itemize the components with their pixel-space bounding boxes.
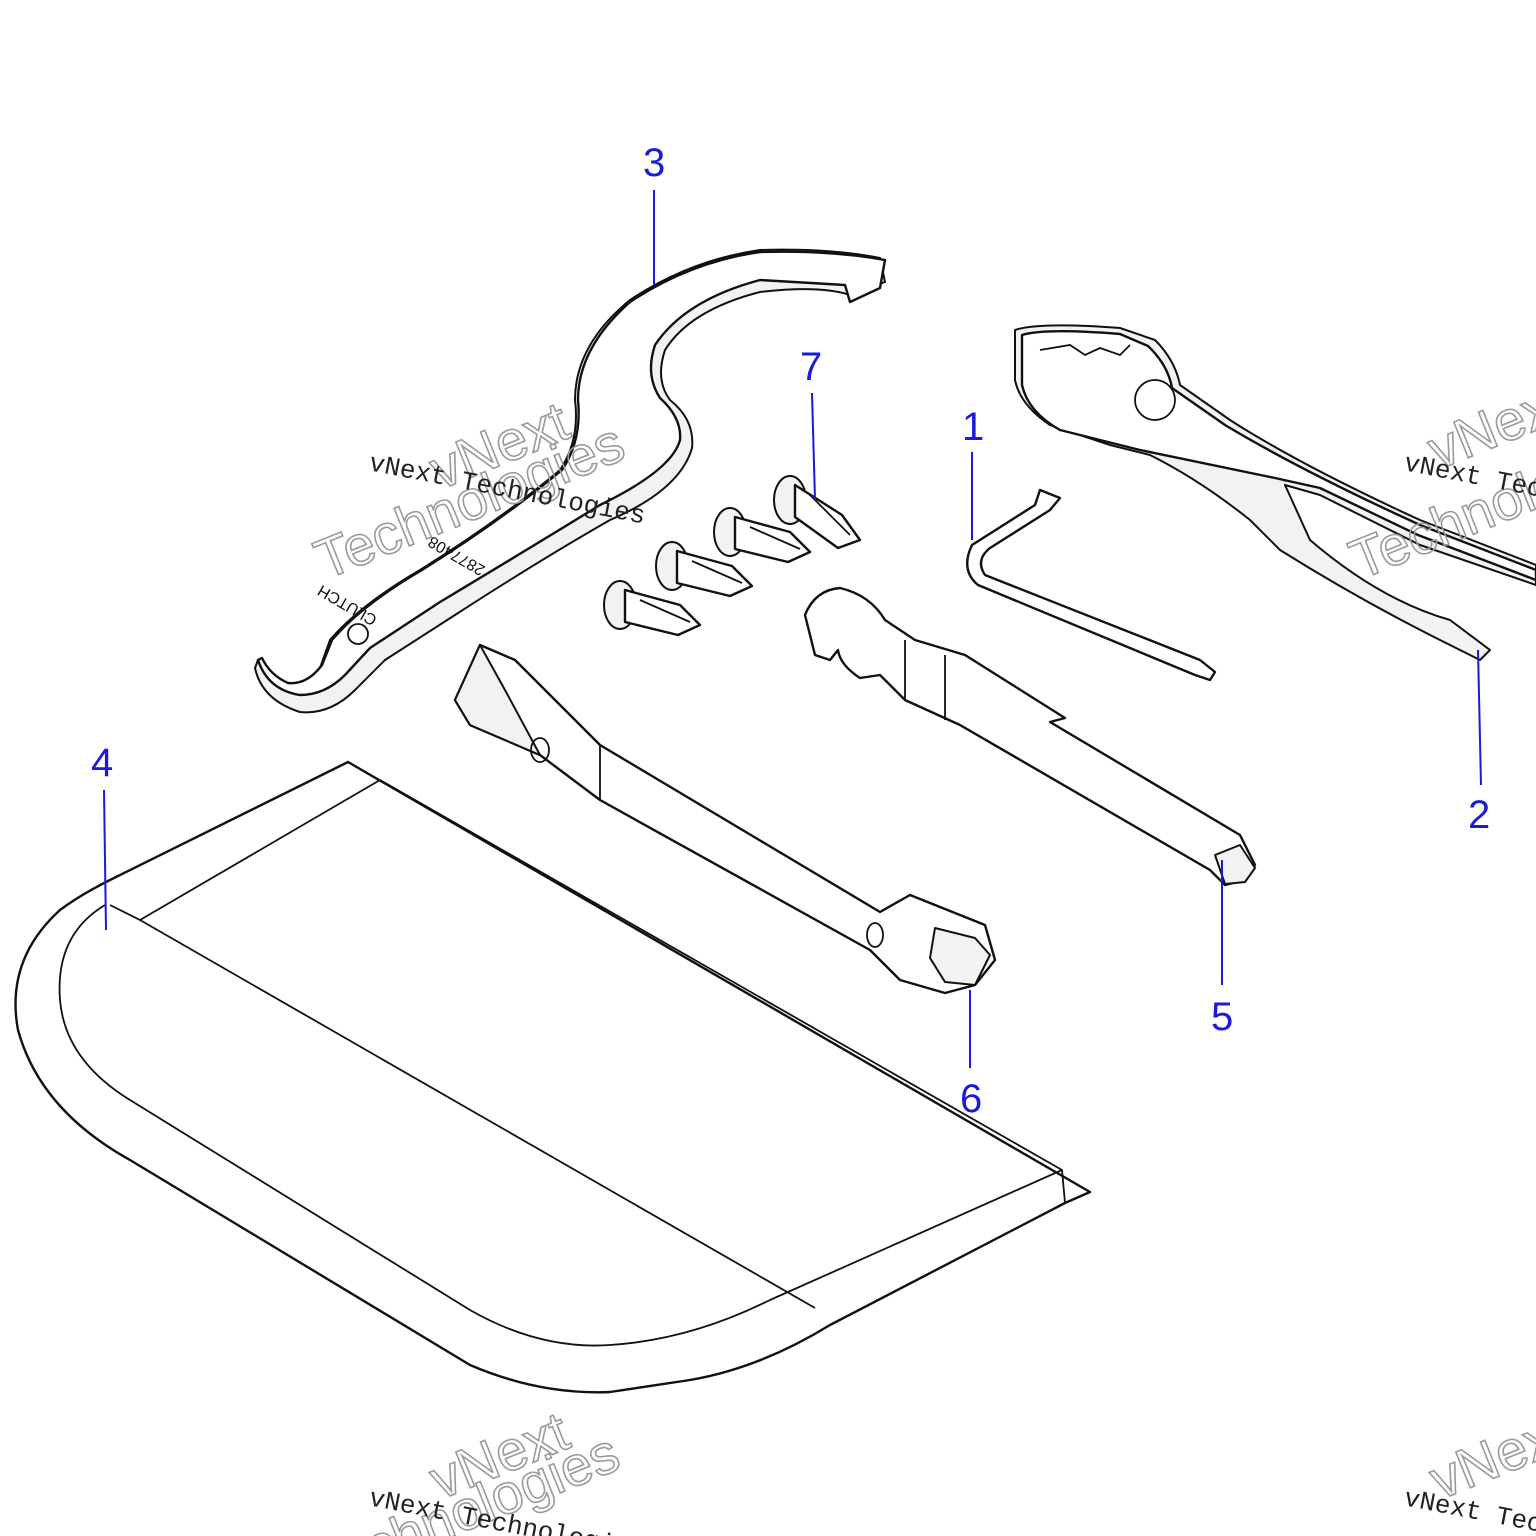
callout-label-1: 1 xyxy=(962,405,984,449)
tool-pouch[interactable] xyxy=(14,760,1092,1394)
torx-key[interactable] xyxy=(966,488,1217,682)
callout-5[interactable]: 5 xyxy=(1211,860,1233,1039)
callout-label-3: 3 xyxy=(643,141,665,185)
callout-2[interactable]: 2 xyxy=(1468,649,1490,837)
callout-7[interactable]: 7 xyxy=(800,345,822,501)
callout-4[interactable]: 4 xyxy=(91,741,113,931)
watermark-bottom-right: vNext vNext Technologies xyxy=(1401,1398,1536,1536)
slip-joint-pliers[interactable] xyxy=(1014,324,1536,661)
push-rivet xyxy=(603,580,702,637)
watermark-bottom-left: vNext Technologies vNext Technologies xyxy=(300,1398,648,1536)
callout-6[interactable]: 6 xyxy=(960,990,982,1121)
callout-label-4: 4 xyxy=(91,741,113,785)
callout-label-7: 7 xyxy=(800,345,822,389)
push-rivet xyxy=(773,475,862,550)
push-rivet xyxy=(655,541,754,598)
spark-plug-socket[interactable] xyxy=(453,643,997,995)
callout-label-2: 2 xyxy=(1468,793,1490,837)
callout-1[interactable]: 1 xyxy=(962,405,984,540)
callout-label-6: 6 xyxy=(960,1077,982,1121)
socket-handle-driver[interactable] xyxy=(803,586,1257,887)
callout-3[interactable]: 3 xyxy=(643,141,665,285)
push-rivet-set[interactable] xyxy=(603,475,862,637)
push-rivet xyxy=(713,507,812,564)
callout-label-5: 5 xyxy=(1211,995,1233,1039)
